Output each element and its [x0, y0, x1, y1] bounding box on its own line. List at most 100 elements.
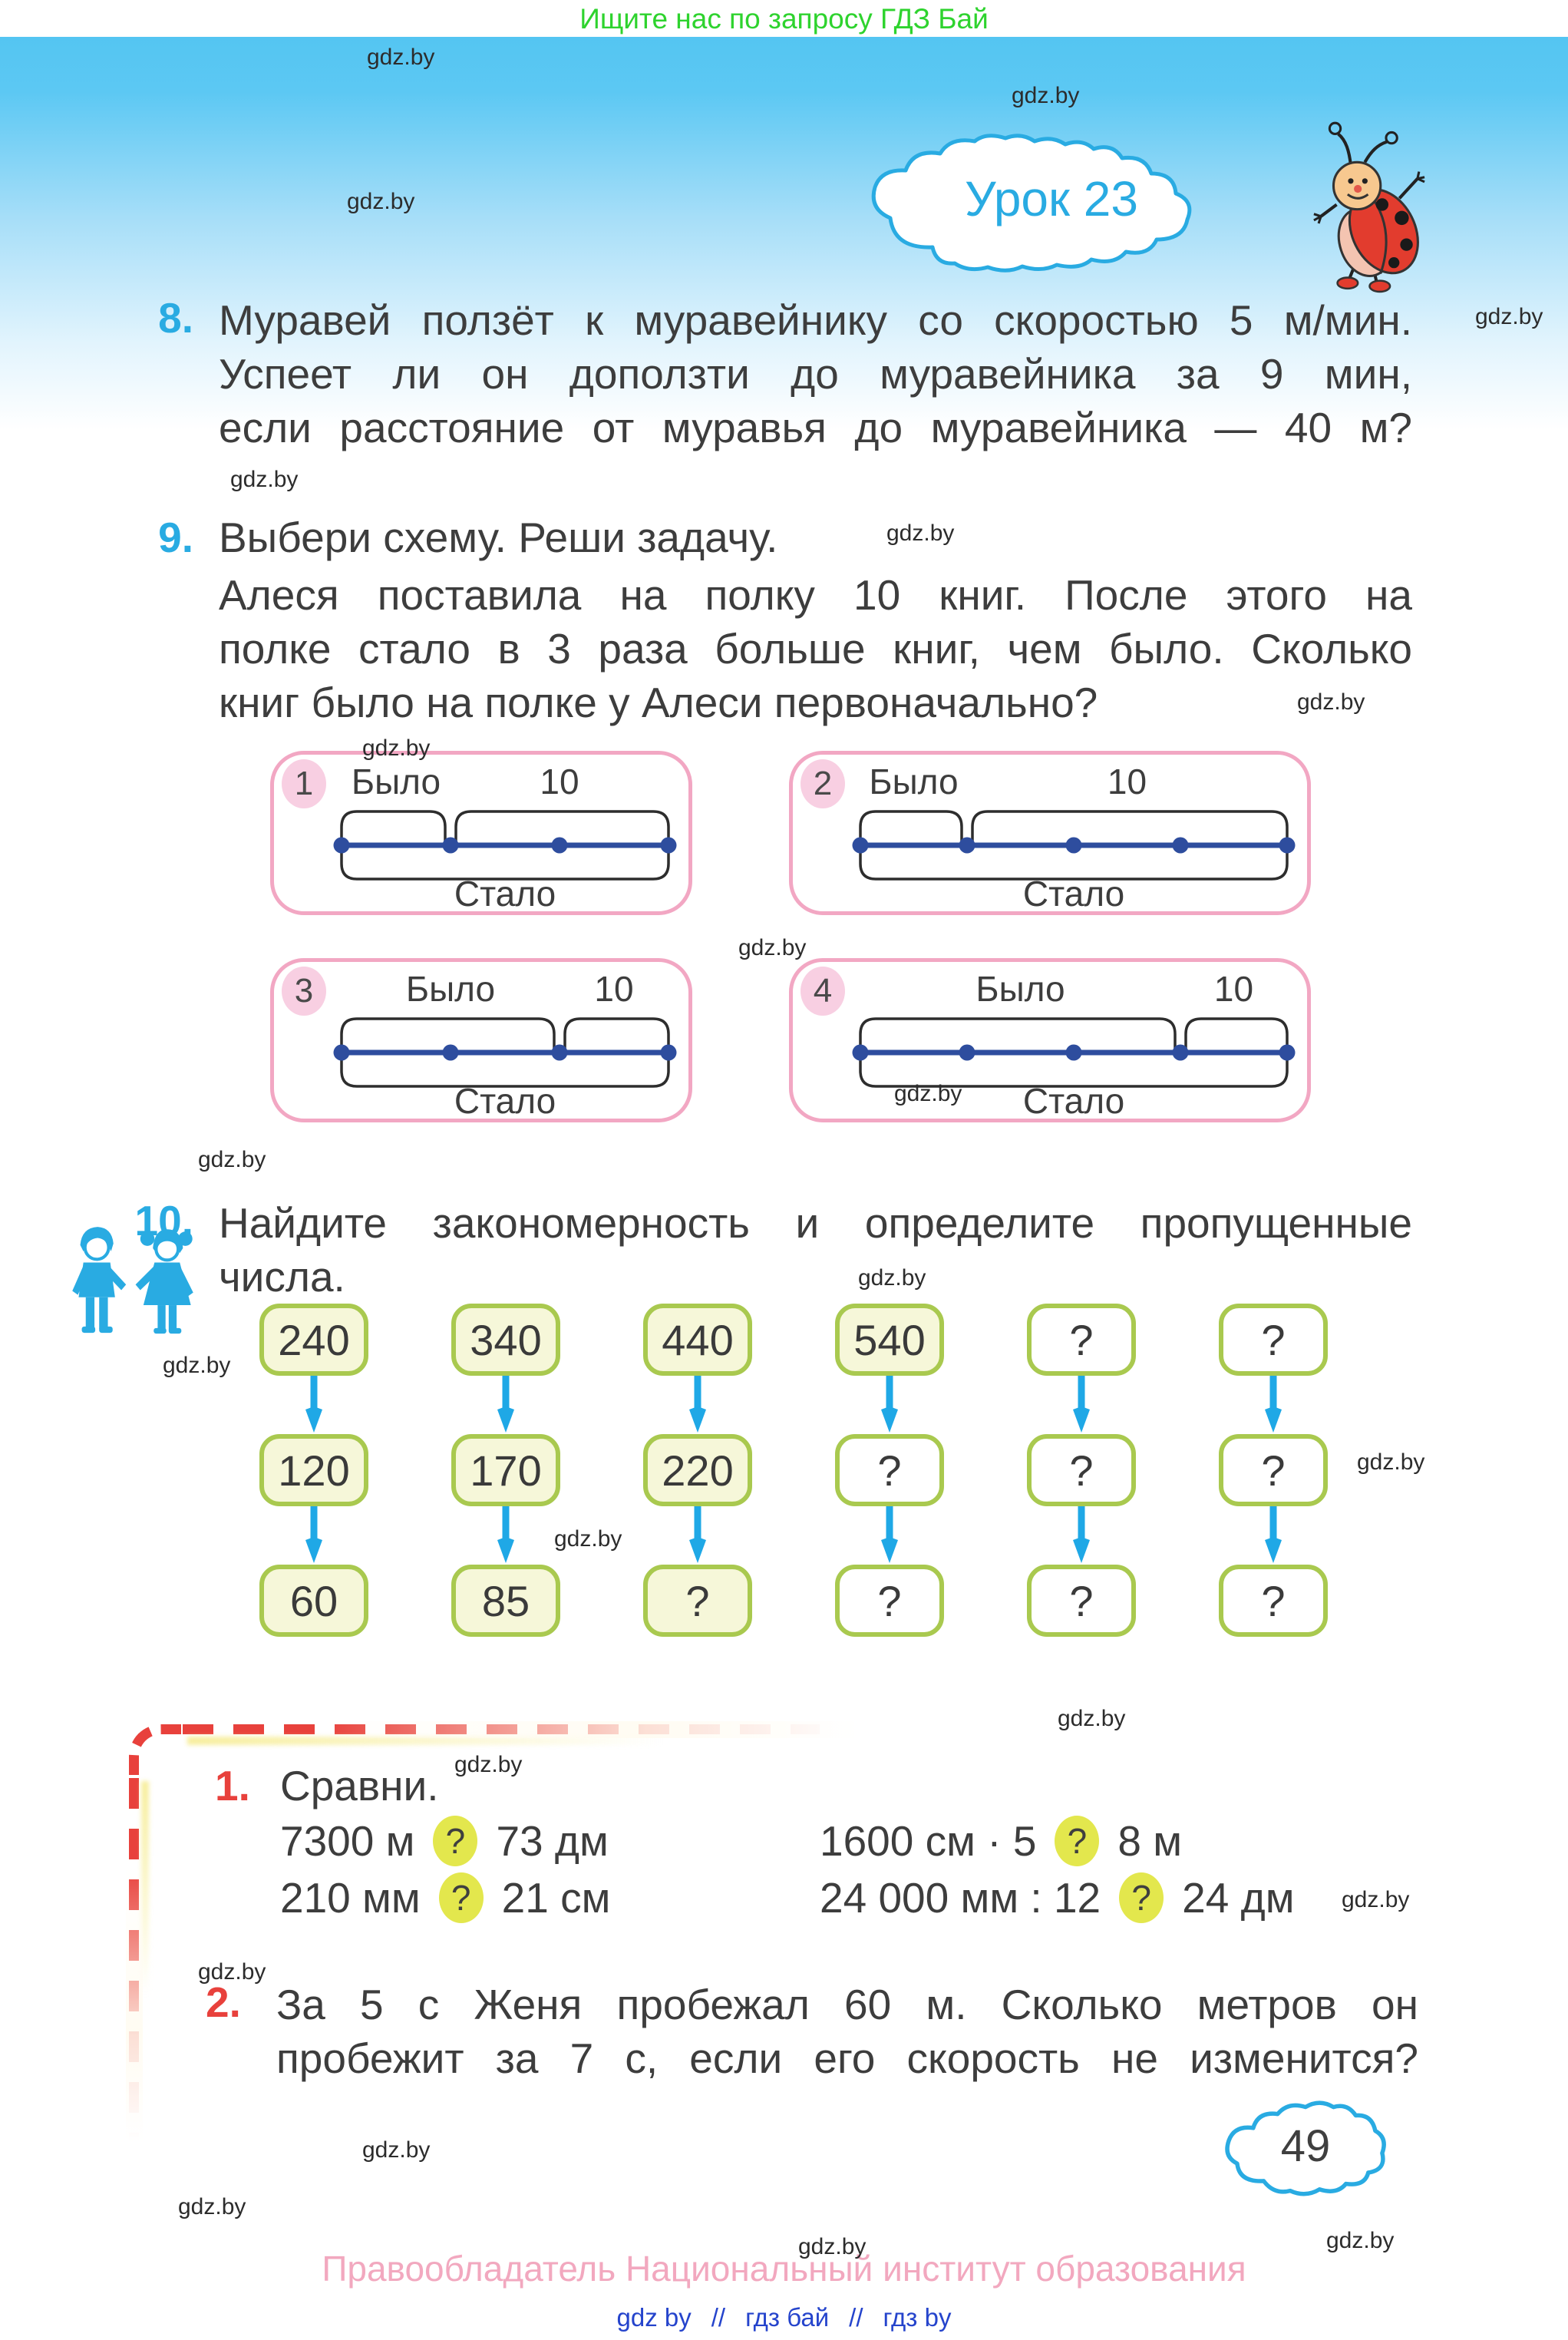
comparison-left-value: 24 000 мм : 12: [820, 1874, 1101, 1922]
grid-cell: 120: [259, 1434, 368, 1506]
unknown-sign-mark: ?: [1119, 1872, 1164, 1923]
schema-diagram: [852, 810, 1296, 881]
schema-badge: 2: [801, 759, 845, 808]
schema-diagram: [333, 1017, 677, 1088]
problem10-text: Найдите закономерность и определите проп…: [219, 1196, 1412, 1304]
boxed-problem2-text: За 5 с Женя пробежал 60 м. Сколько метро…: [276, 1978, 1418, 2085]
gdzby-watermark: gdz.by: [886, 521, 955, 546]
footer-link-separator: //: [711, 2303, 726, 2332]
schema-diagram: [852, 1017, 1296, 1088]
grid-cell: 340: [451, 1304, 560, 1376]
schema-label-was: Было: [351, 762, 441, 801]
down-arrow-icon: [1072, 1376, 1091, 1434]
footer-link-separator: //: [849, 2303, 863, 2332]
gdzby-watermark: gdz.by: [858, 1265, 926, 1291]
schema-badge: 4: [801, 967, 845, 1016]
down-arrow-icon: [497, 1376, 515, 1434]
gdzby-watermark: gdz.by: [1475, 304, 1543, 329]
schema-label-was: Было: [869, 762, 959, 801]
grid-cell: ?: [1027, 1434, 1136, 1506]
pair-work-kids-icon: [72, 1227, 193, 1334]
boxed-problem2-number: 2.: [206, 1978, 241, 2026]
text-line: полке стало в 3 раза больше книг, чем бы…: [219, 625, 1412, 673]
grid-cell: 540: [835, 1304, 944, 1376]
grid-cell: 240: [259, 1304, 368, 1376]
grid-cell: ?: [1027, 1565, 1136, 1637]
down-arrow-icon: [305, 1376, 323, 1434]
text-line: пробежит за 7 с, если его скорость не из…: [276, 2034, 1418, 2082]
gdzby-watermark: gdz.by: [230, 467, 299, 492]
problem9-instruction: Выбери схему. Реши задачу.: [219, 514, 778, 561]
down-arrow-icon: [1264, 1506, 1282, 1565]
schema-label-value: 10: [1107, 762, 1147, 801]
down-arrow-icon: [688, 1376, 707, 1434]
comparison-right-value: 73 дм: [496, 1817, 609, 1865]
gdzby-watermark: gdz.by: [1342, 1887, 1410, 1912]
grid-cell: ?: [1219, 1434, 1328, 1506]
promo-note: Ищите нас по запросу ГДЗ Бай: [579, 3, 989, 35]
schema-label-became: Стало: [1022, 874, 1125, 914]
schema-label-value: 10: [540, 762, 579, 801]
schema-label-value: 10: [594, 969, 634, 1009]
gdzby-watermark: gdz.by: [198, 1147, 266, 1172]
footer-link[interactable]: гдз by: [883, 2303, 952, 2332]
boxed-problem1-number: 1.: [215, 1762, 250, 1810]
dashed-box-left-glow: [141, 1781, 149, 1996]
footer-links: gdz by // гдз бай // гдз by: [0, 2303, 1568, 2332]
footer-link[interactable]: gdz by: [616, 2303, 692, 2332]
comparison-row: 210 мм?21 см: [280, 1870, 610, 1925]
comparison-row: 1600 см · 5?8 м: [820, 1813, 1182, 1869]
problem8-text: Муравей ползёт к муравейнику со скорость…: [219, 293, 1412, 454]
comparison-right-value: 24 дм: [1182, 1874, 1295, 1922]
gdzby-watermark: gdz.by: [1326, 2228, 1395, 2253]
gdzby-watermark: gdz.by: [798, 2234, 867, 2259]
copyright-note: Правообладатель Национальный институт об…: [322, 2249, 1246, 2289]
text-line: Муравей ползёт к муравейнику со скорость…: [219, 296, 1412, 344]
comparison-left-value: 7300 м: [280, 1817, 415, 1865]
grid-cell: 170: [451, 1434, 560, 1506]
grid-cell: ?: [835, 1565, 944, 1637]
gdzby-watermark: gdz.by: [347, 189, 415, 214]
problem9-number: 9.: [158, 514, 193, 561]
unknown-sign-mark: ?: [438, 1872, 484, 1923]
ladybug-icon: [1313, 121, 1425, 293]
gdzby-watermark: gdz.by: [738, 935, 807, 960]
down-arrow-icon: [305, 1506, 323, 1565]
footer-link[interactable]: гдз бай: [745, 2303, 830, 2332]
gdzby-watermark: gdz.by: [1058, 1706, 1126, 1731]
page-number: 49: [1280, 2121, 1331, 2171]
text-line: Найдите закономерность и определите проп…: [219, 1199, 1412, 1247]
gdzby-watermark: gdz.by: [554, 1526, 622, 1552]
gdzby-watermark: gdz.by: [163, 1353, 231, 1378]
gdzby-watermark: gdz.by: [367, 45, 435, 70]
dashed-box-left-fade: [126, 1866, 143, 2173]
sky-gradient-band: [0, 37, 1568, 430]
page-number-cloud: [1225, 2100, 1386, 2196]
grid-cell: 85: [451, 1565, 560, 1637]
schema-badge: 1: [282, 759, 326, 808]
gdzby-watermark: gdz.by: [362, 2137, 431, 2163]
grid-cell: ?: [835, 1434, 944, 1506]
grid-cell: 220: [643, 1434, 752, 1506]
down-arrow-icon: [497, 1506, 515, 1565]
schema-label-was: Было: [975, 969, 1065, 1009]
gdzby-watermark: gdz.by: [198, 1959, 266, 1985]
dashed-box-top-glow: [187, 1737, 663, 1745]
gdzby-watermark: gdz.by: [1012, 83, 1080, 108]
unknown-sign-mark: ?: [433, 1816, 478, 1866]
schema-label-value: 10: [1213, 969, 1254, 1009]
schema-label-was: Было: [405, 969, 496, 1009]
lesson-title: Урок 23: [965, 171, 1138, 226]
gdzby-watermark: gdz.by: [362, 735, 431, 761]
gdzby-watermark: gdz.by: [1297, 689, 1365, 715]
text-line: Успеет ли он доползти до муравейника за …: [219, 350, 1412, 398]
comparison-row: 24 000 мм : 12? 24 дм: [820, 1870, 1295, 1925]
schema-label-became: Стало: [1022, 1081, 1125, 1121]
down-arrow-icon: [688, 1506, 707, 1565]
text-line: если расстояние от муравья до муравейник…: [219, 404, 1412, 451]
text-line: книг было на полке у Алеси первоначально…: [219, 679, 1098, 726]
